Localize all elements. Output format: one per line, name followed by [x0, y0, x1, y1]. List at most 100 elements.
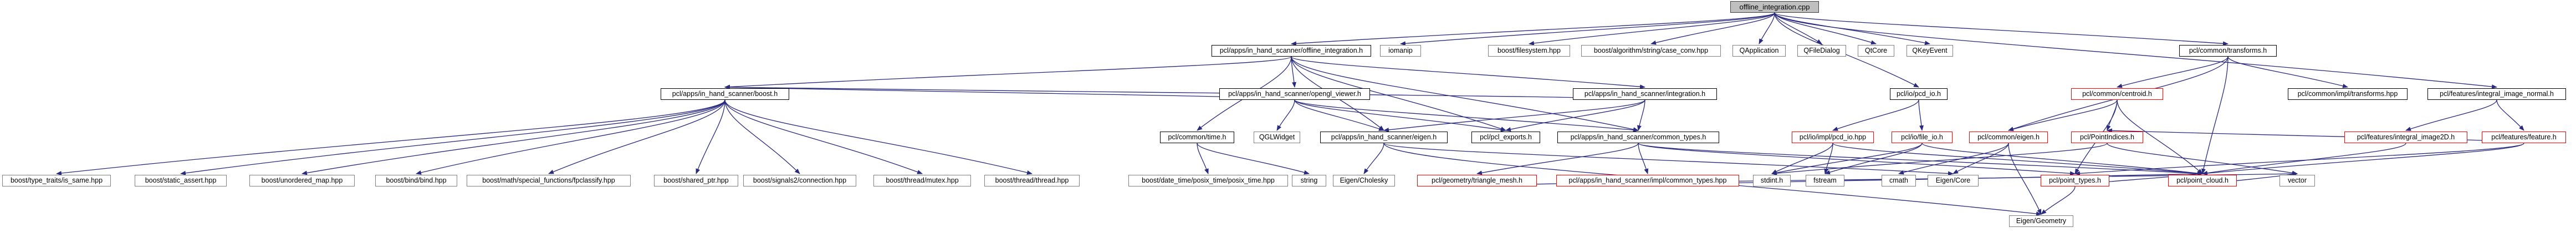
graph-node-pcl-apps-in-hand-scanner-impl-common-types-hpp[interactable]: pcl/apps/in_hand_scanner/impl/common_typ… [1556, 175, 1739, 186]
graph-node-pcl-io-file-io-h[interactable]: pcl/io/file_io.h [1892, 132, 1953, 143]
graph-node-qkeyevent[interactable]: QKeyEvent [1907, 45, 1953, 57]
graph-node-boost-static-assert-hpp[interactable]: boost/static_assert.hpp [135, 175, 227, 186]
graph-edge [2227, 56, 2348, 88]
graph-edge [724, 99, 1033, 175]
graph-node-qapplication[interactable]: QApplication [1732, 45, 1786, 57]
graph-node-pcl-apps-in-hand-scanner-eigen-h[interactable]: pcl/apps/in_hand_scanner/eigen.h [1320, 132, 1448, 143]
graph-edge [2008, 99, 2118, 132]
graph-edge [1294, 99, 1639, 133]
graph-edge [1918, 99, 1924, 131]
graph-node-pcl-point-types-h[interactable]: pcl/point_types.h [2041, 175, 2109, 186]
graph-node-eigen-core[interactable]: Eigen/Core [1928, 175, 1979, 186]
graph-node-pcl-apps-in-hand-scanner-offline-integration-h[interactable]: pcl/apps/in_hand_scanner/offline_integra… [1212, 45, 1371, 57]
graph-edge [1383, 143, 1954, 176]
graph-edge [2117, 56, 2229, 88]
graph-node-boost-type-traits-is-same-hpp[interactable]: boost/type_traits/is_same.hpp [2, 175, 111, 186]
graph-node-boost-unordered-map-hpp[interactable]: boost/unordered_map.hpp [249, 175, 355, 186]
graph-edge [1832, 99, 1919, 131]
graph-node-cmath[interactable]: cmath [1882, 175, 1916, 186]
graph-edge [1638, 143, 2076, 176]
graph-edge [2008, 143, 2042, 215]
graph-edge [1774, 12, 1930, 46]
graph-edge [1529, 12, 1775, 46]
graph-edge [1774, 12, 2229, 46]
graph-node-pcl-common-transforms-h[interactable]: pcl/common/transforms.h [2179, 45, 2277, 57]
graph-node-pcl-pointindices-h[interactable]: pcl/PointIndices.h [2071, 132, 2143, 143]
graph-node-boost-shared-ptr-hpp[interactable]: boost/shared_ptr.hpp [654, 175, 738, 186]
graph-node-pcl-common-eigen-h[interactable]: pcl/common/eigen.h [1969, 132, 2048, 143]
graph-node-qfiledialog[interactable]: QFileDialog [1797, 45, 1846, 57]
graph-edge [1774, 12, 1877, 45]
graph-edge [1771, 143, 1923, 175]
graph-node-boost-date-time-posix-time-posix-time-hpp[interactable]: boost/date_time/posix_time/posix_time.hp… [1128, 175, 1288, 186]
graph-node-boost-signals2-connection-hpp[interactable]: boost/signals2/connection.hpp [743, 175, 856, 186]
graph-edge [724, 85, 1295, 100]
graph-edge [1476, 143, 1639, 175]
graph-edge [724, 99, 923, 174]
graph-edge [1383, 99, 1645, 132]
graph-node-qglwidget[interactable]: QGLWidget [1254, 132, 1300, 143]
graph-edge [724, 85, 1645, 100]
graph-edge [724, 99, 800, 174]
graph-edge [1638, 143, 1649, 174]
graph-edge [1197, 143, 1310, 175]
graph-node-boost-algorithm-string-case-conv-hpp[interactable]: boost/algorithm/string/case_conv.hpp [1581, 45, 1721, 57]
graph-node-boost-thread-mutex-hpp[interactable]: boost/thread/mutex.hpp [873, 175, 971, 186]
graph-edge [1276, 99, 1295, 131]
graph-node-pcl-common-centroid-h[interactable]: pcl/common/centroid.h [2071, 88, 2163, 100]
graph-edge [1953, 143, 2009, 174]
graph-edge [416, 99, 725, 175]
graph-node-pcl-io-pcd-io-h[interactable]: pcl/io/pcd_io.h [1890, 88, 1948, 100]
graph-edge [1294, 99, 1506, 132]
graph-edge [1400, 12, 1775, 46]
graph-node-iomanip[interactable]: iomanip [1380, 45, 1421, 57]
graph-edge [1771, 143, 1833, 174]
graph-node-boost-math-special-functions-fpclassify-hpp[interactable]: boost/math/special_functions/fpclassify.… [467, 175, 631, 186]
graph-node-pcl-common-time-h[interactable]: pcl/common/time.h [1160, 132, 1234, 143]
graph-node-stdint-h[interactable]: stdint.h [1753, 175, 1791, 186]
graph-edge [2074, 143, 2524, 176]
graph-node-pcl-features-integral-image-normal-h[interactable]: pcl/features/integral_image_normal.h [2427, 88, 2566, 100]
graph-node-pcl-io-impl-pcd-io-hpp[interactable]: pcl/io/impl/pcd_io.hpp [1792, 132, 1874, 143]
graph-node-boost-bind-bind-hpp[interactable]: boost/bind/bind.hpp [375, 175, 457, 186]
graph-node-eigen-cholesky[interactable]: Eigen/Cholesky [1333, 175, 1395, 186]
graph-node-fstream[interactable]: fstream [1806, 175, 1844, 186]
graph-edge [1294, 99, 1384, 131]
graph-edge [1824, 143, 1923, 175]
graph-edge [1363, 143, 1384, 174]
graph-edge [1771, 143, 2108, 176]
graph-edge [1638, 143, 2203, 176]
graph-edge [1898, 143, 2009, 175]
graph-node-qtcore[interactable]: QtCore [1858, 45, 1894, 57]
graph-edge [2107, 143, 2298, 175]
graph-node-offline-integration-cpp[interactable]: offline_integration.cpp [1730, 1, 1819, 13]
graph-edge [1824, 143, 1833, 174]
graph-node-eigen-geometry[interactable]: Eigen/Geometry [2009, 215, 2073, 227]
graph-node-vector[interactable]: vector [2279, 175, 2315, 186]
graph-edge [1637, 99, 1645, 131]
graph-edge [2496, 99, 2524, 131]
graph-node-boost-filesystem-hpp[interactable]: boost/filesystem.hpp [1488, 45, 1570, 57]
graph-edge [1291, 56, 1296, 88]
graph-node-pcl-apps-in-hand-scanner-boost-h[interactable]: pcl/apps/in_hand_scanner/boost.h [661, 88, 789, 100]
graph-node-pcl-features-feature-h[interactable]: pcl/features/feature.h [2482, 132, 2566, 143]
graph-node-pcl-pcl-exports-h[interactable]: pcl/pcl_exports.h [1471, 132, 1540, 143]
graph-node-pcl-point-cloud-h[interactable]: pcl/point_cloud.h [2168, 175, 2237, 186]
graph-node-pcl-geometry-triangle-mesh-h[interactable]: pcl/geometry/triangle_mesh.h [1417, 175, 1537, 186]
graph-node-boost-thread-thread-hpp[interactable]: boost/thread/thread.hpp [984, 175, 1080, 186]
graph-edge [2202, 143, 2524, 176]
graph-edge [1759, 12, 1775, 44]
graph-edge [696, 99, 725, 174]
graph-edge [2202, 143, 2406, 175]
graph-node-pcl-features-integral-image2d-h[interactable]: pcl/features/integral_image2D.h [2344, 132, 2467, 143]
graph-node-pcl-apps-in-hand-scanner-common-types-h[interactable]: pcl/apps/in_hand_scanner/common_types.h [1557, 132, 1719, 143]
graph-edge [2106, 99, 2118, 131]
graph-node-pcl-apps-in-hand-scanner-opengl-viewer-h[interactable]: pcl/apps/in_hand_scanner/opengl_viewer.h [1219, 88, 1370, 100]
graph-edge [1291, 12, 1775, 46]
graph-node-pcl-apps-in-hand-scanner-integration-h[interactable]: pcl/apps/in_hand_scanner/integration.h [1573, 88, 1717, 100]
graph-edge [1921, 143, 2203, 176]
graph-node-pcl-common-impl-transforms-hpp[interactable]: pcl/common/impl/transforms.hpp [2288, 88, 2408, 100]
graph-node-string[interactable]: string [1292, 175, 1326, 186]
